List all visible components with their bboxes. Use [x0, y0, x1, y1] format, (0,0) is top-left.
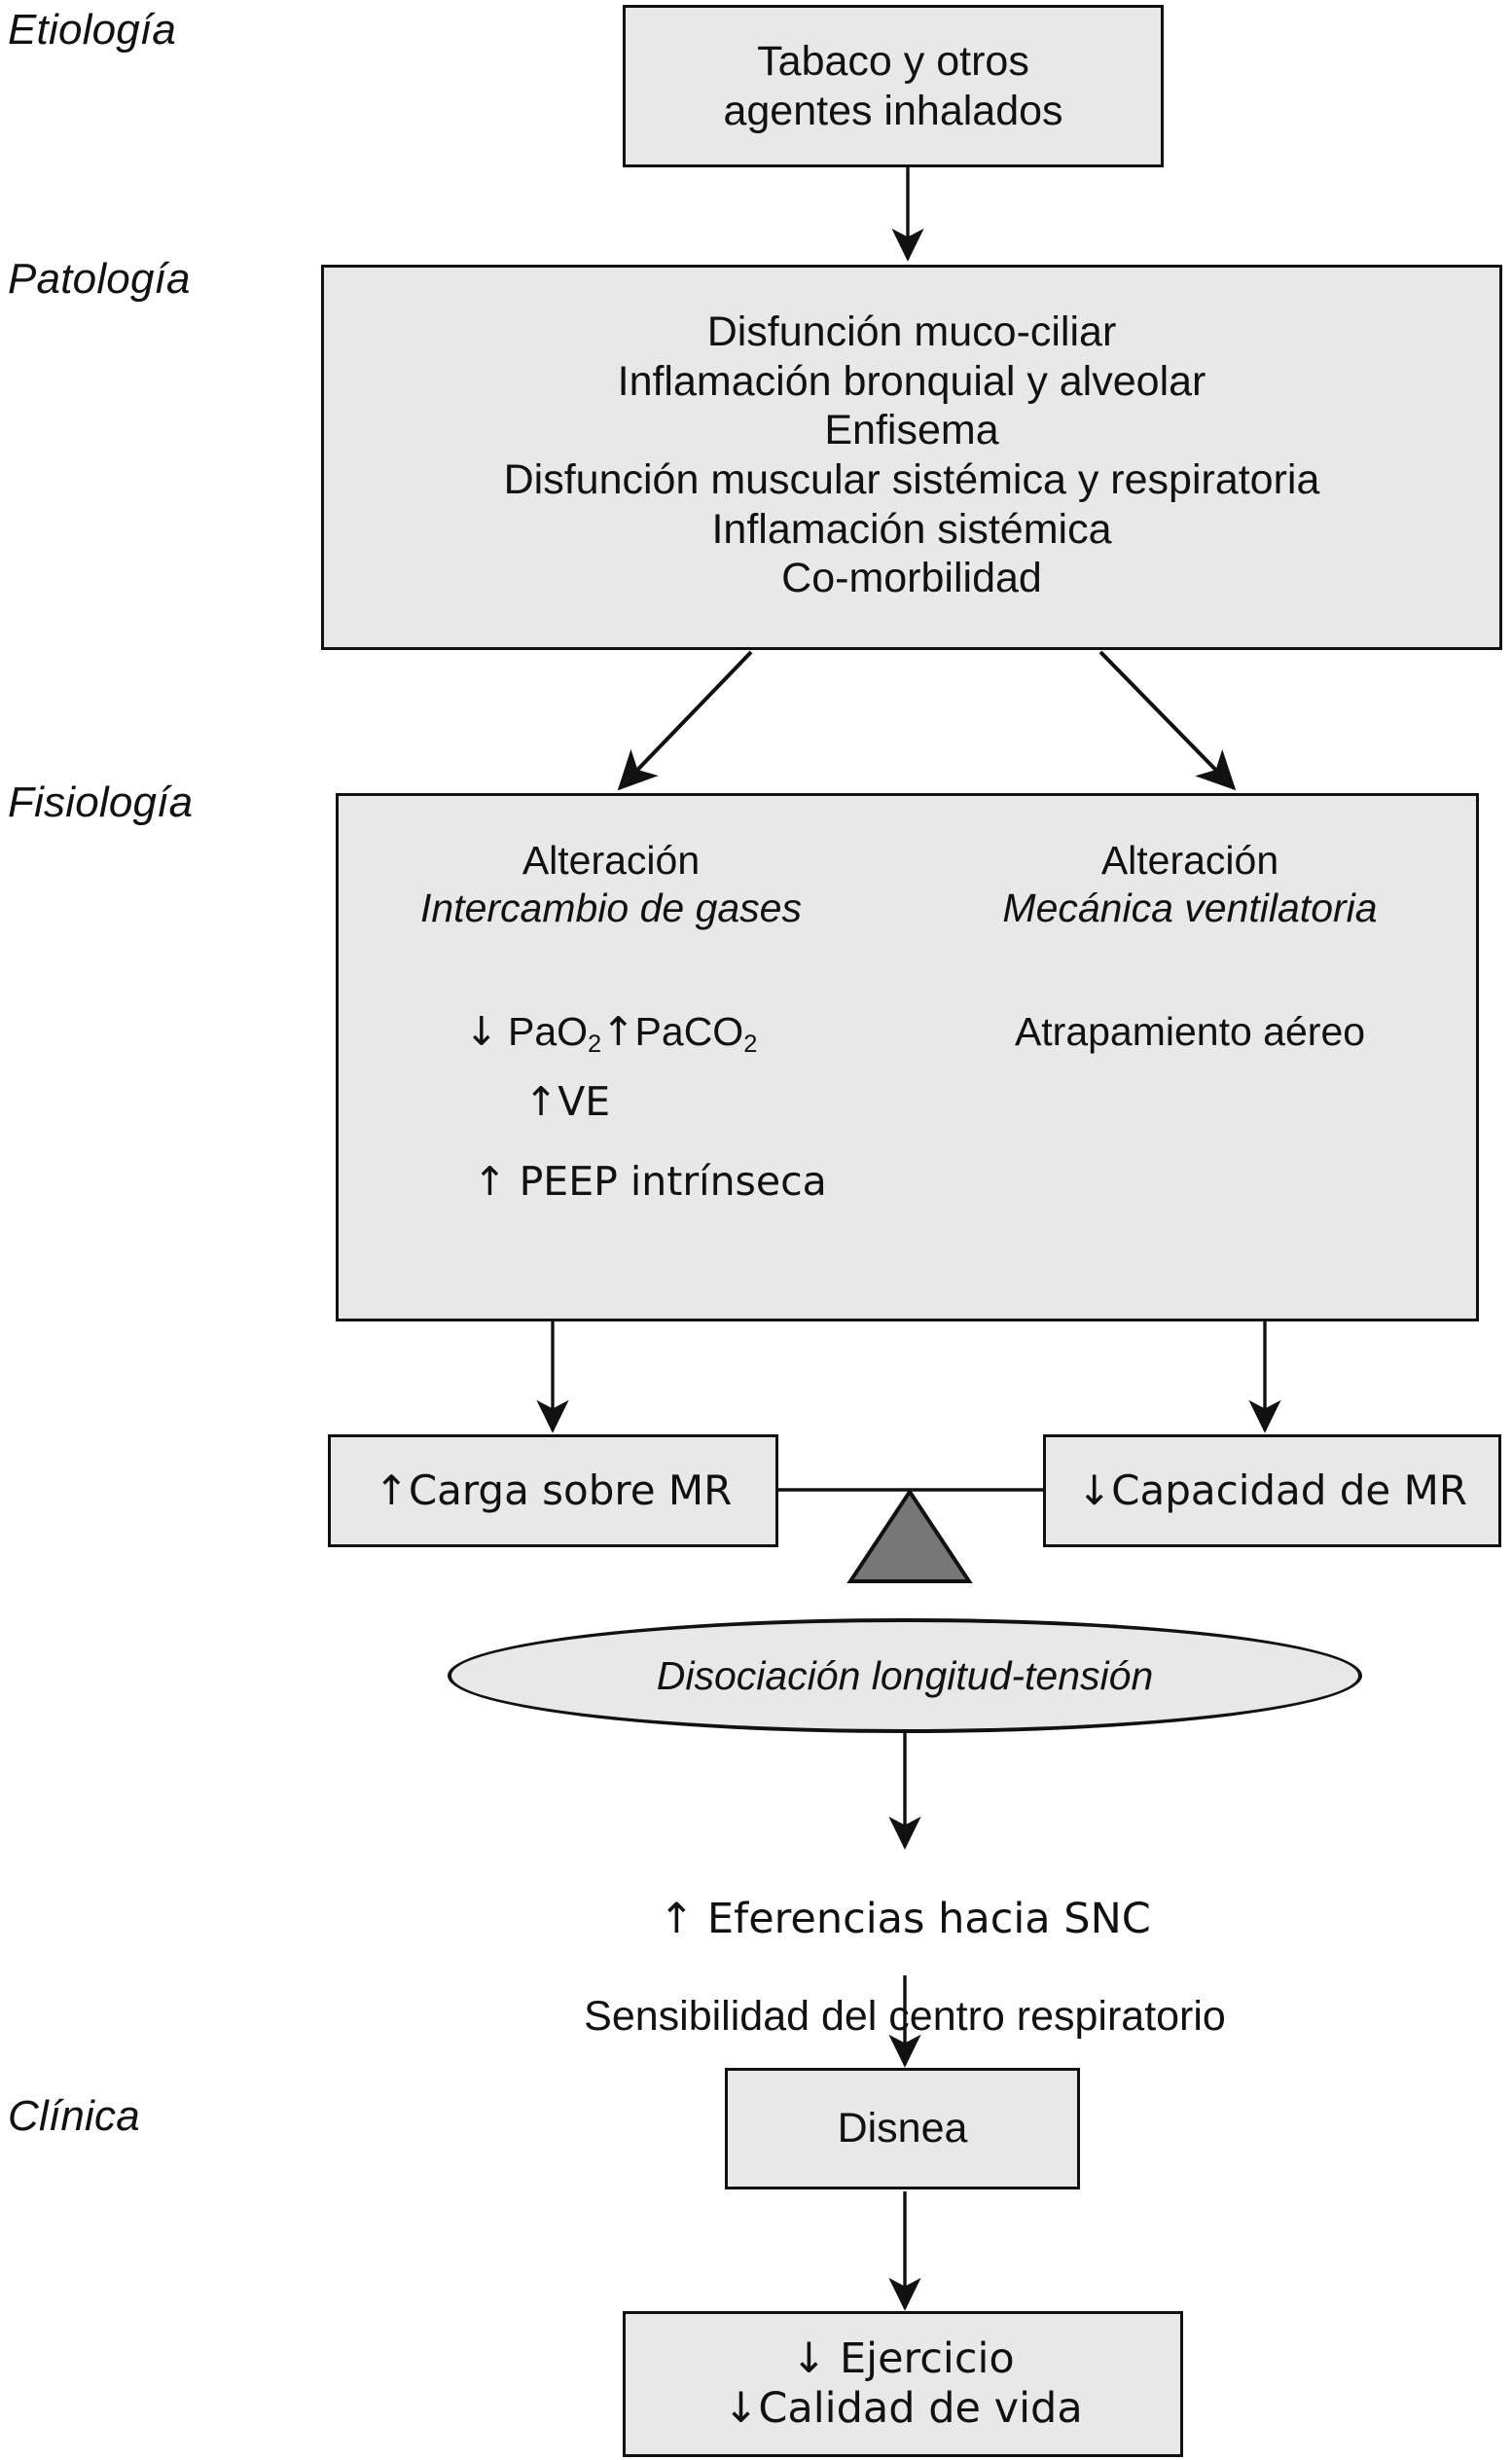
disociacion-label: Disociación longitud-tensión	[656, 1652, 1154, 1698]
up-arrow-icon: ↑	[601, 1008, 635, 1055]
eferencias-line-1: ↑ Eferencias hacia SNC	[659, 1894, 1151, 1943]
eferencias-line-2: Sensibilidad del centro respiratorio	[584, 1992, 1226, 2040]
fisiologia-peep-value: ↑ PEEP intrínseca	[473, 1158, 827, 1205]
text-eferencias-sensibilidad: ↑ Eferencias hacia SNC Sensibilidad del …	[418, 1847, 1391, 2089]
ejercicio-line-1: ↓ Ejercicio	[791, 2334, 1015, 2384]
fisiologia-left-heading-line1: Alteración	[522, 838, 701, 883]
fisiologia-ve-value: ↑VE	[523, 1078, 611, 1125]
node-capacidad-de-mr[interactable]: ↓Capacidad de MR	[1043, 1434, 1501, 1547]
patologia-line-2: Inflamación bronquial y alveolar	[617, 357, 1206, 405]
stage-label-patologia: Patología	[8, 255, 191, 303]
node-fisiologia[interactable]: Alteración Intercambio de gases Alteraci…	[336, 793, 1479, 1321]
stage-label-etiologia: Etiología	[8, 6, 177, 54]
patologia-line-1: Disfunción muco-ciliar	[706, 308, 1117, 355]
node-disociacion-longitud-tension[interactable]: Disociación longitud-tensión	[448, 1618, 1362, 1733]
fisiologia-gases-values: ↓PaO2↑PaCO2	[339, 1008, 883, 1060]
stage-label-fisiologia: Fisiología	[8, 778, 194, 826]
node-etiologia[interactable]: Tabaco y otros agentes inhalados	[623, 5, 1164, 167]
node-disnea[interactable]: Disnea	[725, 2068, 1080, 2189]
patologia-line-3: Enfisema	[824, 407, 999, 454]
connector-patologia-fisiologia-left	[617, 650, 753, 791]
ejercicio-line-2: ↓Calidad de vida	[723, 2384, 1083, 2433]
fisiologia-atrapamiento-value: Atrapamiento aéreo	[1014, 1009, 1366, 1054]
node-ejercicio-calidad-vida[interactable]: ↓ Ejercicio ↓Calidad de vida	[623, 2311, 1183, 2457]
connector-patologia-fisiologia-right	[1098, 650, 1237, 791]
fisiologia-left-heading: Alteración Intercambio de gases	[339, 837, 883, 932]
etiologia-line-1: Tabaco y otros	[757, 37, 1029, 85]
fisiologia-left-heading-line2: Intercambio de gases	[419, 886, 802, 931]
node-carga-sobre-mr[interactable]: ↑Carga sobre MR	[328, 1434, 778, 1547]
fisiologia-right-heading-line2: Mecánica ventilatoria	[1002, 886, 1378, 931]
paco2-subscript: 2	[743, 1031, 758, 1059]
patologia-line-5: Inflamación sistémica	[711, 505, 1112, 553]
disnea-label: Disnea	[837, 2105, 968, 2152]
fisiologia-right-heading-line1: Alteración	[1100, 838, 1279, 883]
etiologia-line-2: agentes inhalados	[723, 87, 1063, 134]
balance-fulcrum-triangle	[846, 1488, 973, 1583]
node-patologia[interactable]: Disfunción muco-ciliar Inflamación bronq…	[321, 265, 1502, 650]
down-arrow-icon: ↓	[464, 1008, 498, 1055]
pao2-subscript: 2	[588, 1031, 602, 1059]
capacidad-label: ↓Capacidad de MR	[1076, 1466, 1468, 1515]
carga-label: ↑Carga sobre MR	[374, 1466, 733, 1515]
fisiologia-right-heading: Alteración Mecánica ventilatoria	[908, 837, 1472, 932]
patologia-line-4: Disfunción muscular sistémica y respirat…	[503, 456, 1320, 503]
stage-label-clinica: Clínica	[8, 2092, 140, 2140]
patologia-line-6: Co-morbilidad	[781, 555, 1042, 602]
paco2-label: PaCO	[634, 1009, 744, 1054]
pao2-label: PaO	[508, 1009, 589, 1054]
